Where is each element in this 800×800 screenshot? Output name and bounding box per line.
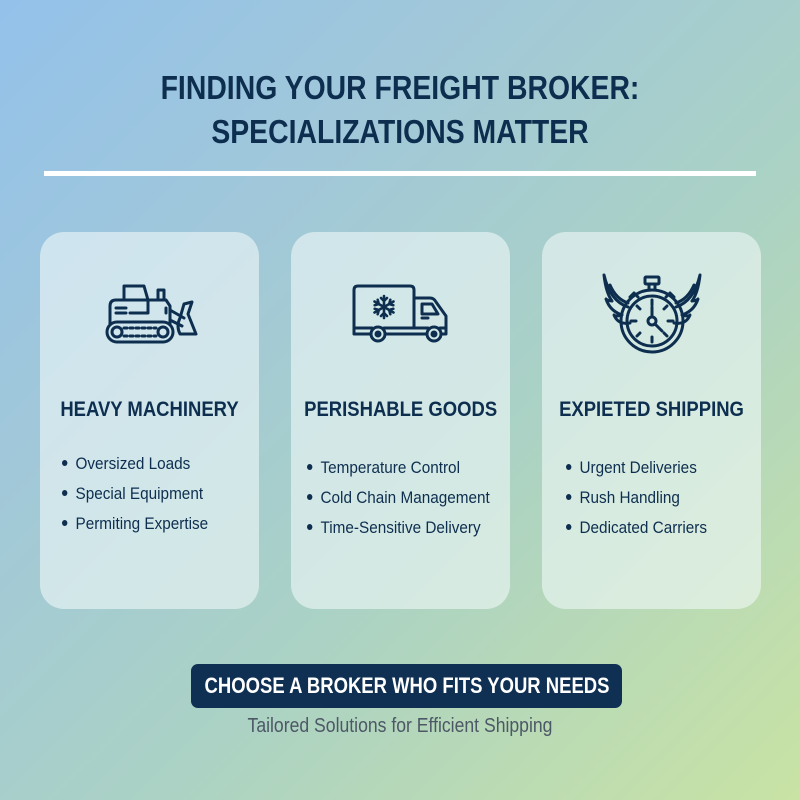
cta-label: CHOOSE A BROKER WHO FITS YOUR NEEDS — [204, 673, 609, 698]
list-item: Dedicated Carriers — [566, 513, 707, 543]
list-item: Cold Chain Management — [307, 483, 490, 513]
card-heading: PERISHABLE GOODS — [304, 398, 498, 421]
refrigerated-truck-icon — [341, 268, 461, 358]
bullet-icon — [62, 519, 68, 526]
card-expedited-shipping: EXPIETED SHIPPING Urgent Deliveries Rush… — [542, 232, 761, 609]
feature-list: Temperature Control Cold Chain Managemen… — [307, 453, 510, 543]
list-item: Time-Sensitive Delivery — [307, 513, 490, 543]
tagline: Tailored Solutions for Efficient Shippin… — [247, 715, 553, 737]
bullet-icon — [307, 463, 313, 470]
card-heading: HEAVY MACHINERY — [60, 398, 239, 421]
card-heading: EXPIETED SHIPPING — [559, 398, 744, 421]
bullet-icon — [62, 459, 68, 466]
title-line-2: SPECIALIZATIONS MATTER — [211, 113, 589, 150]
bullet-icon — [307, 493, 313, 500]
bullet-icon — [566, 463, 572, 470]
winged-stopwatch-icon — [592, 268, 712, 358]
list-item: Permiting Expertise — [62, 509, 208, 539]
page-title: FINDING YOUR FREIGHT BROKER: SPECIALIZAT… — [56, 66, 744, 154]
bullet-icon — [566, 523, 572, 530]
list-item: Special Equipment — [62, 479, 208, 509]
list-item: Temperature Control — [307, 453, 490, 483]
list-item: Rush Handling — [566, 483, 707, 513]
feature-list: Oversized Loads Special Equipment Permit… — [62, 449, 224, 539]
bullet-icon — [307, 523, 313, 530]
title-divider — [44, 171, 756, 176]
bullet-icon — [566, 493, 572, 500]
list-item: Urgent Deliveries — [566, 453, 707, 483]
cta-banner: CHOOSE A BROKER WHO FITS YOUR NEEDS — [191, 664, 622, 708]
card-heavy-machinery: HEAVY MACHINERY Oversized Loads Special … — [40, 232, 259, 609]
card-perishable-goods: PERISHABLE GOODS Temperature Control Col… — [291, 232, 510, 609]
title-line-1: FINDING YOUR FREIGHT BROKER: — [160, 69, 640, 106]
feature-list: Urgent Deliveries Rush Handling Dedicate… — [566, 453, 723, 543]
bulldozer-icon — [90, 268, 210, 358]
list-item: Oversized Loads — [62, 449, 208, 479]
bullet-icon — [62, 489, 68, 496]
